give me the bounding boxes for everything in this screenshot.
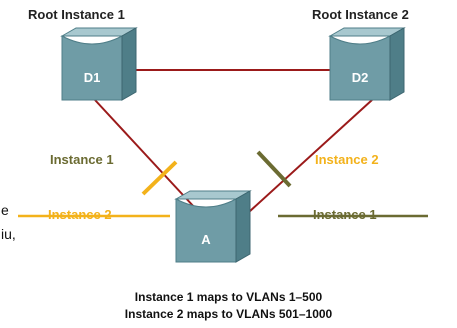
blocked-port-marker-instance1 <box>256 150 292 188</box>
switch-d2-label: D2 <box>352 70 369 85</box>
instance-2-label: Instance 2 <box>315 152 379 167</box>
root-instance-2-label: Root Instance 2 <box>312 7 409 22</box>
instance-2-link-label: Instance 2 <box>48 207 112 222</box>
instance-1-label: Instance 1 <box>50 152 114 167</box>
switch-icon <box>328 27 406 101</box>
switch-a-label: A <box>201 232 211 247</box>
instance-1-link-label: Instance 1 <box>313 207 377 222</box>
link-d1-a <box>94 99 209 223</box>
caption-line-2: Instance 2 maps to VLANs 501–1000 <box>124 307 333 321</box>
link-d2-a <box>237 99 373 223</box>
switch-d1[interactable] <box>60 27 138 101</box>
switch-a[interactable] <box>174 190 252 263</box>
cropped-text-line-1: e <box>1 202 9 218</box>
switch-icon <box>174 190 252 263</box>
caption-line-1: Instance 1 maps to VLANs 1–500 <box>134 290 323 304</box>
root-instance-1-label: Root Instance 1 <box>28 7 125 22</box>
blocked-port-marker-instance2 <box>141 160 178 196</box>
switch-d2[interactable] <box>328 27 406 101</box>
switch-d1-label: D1 <box>84 70 101 85</box>
cropped-text-line-2: iu, <box>1 226 16 242</box>
switch-icon <box>60 27 138 101</box>
